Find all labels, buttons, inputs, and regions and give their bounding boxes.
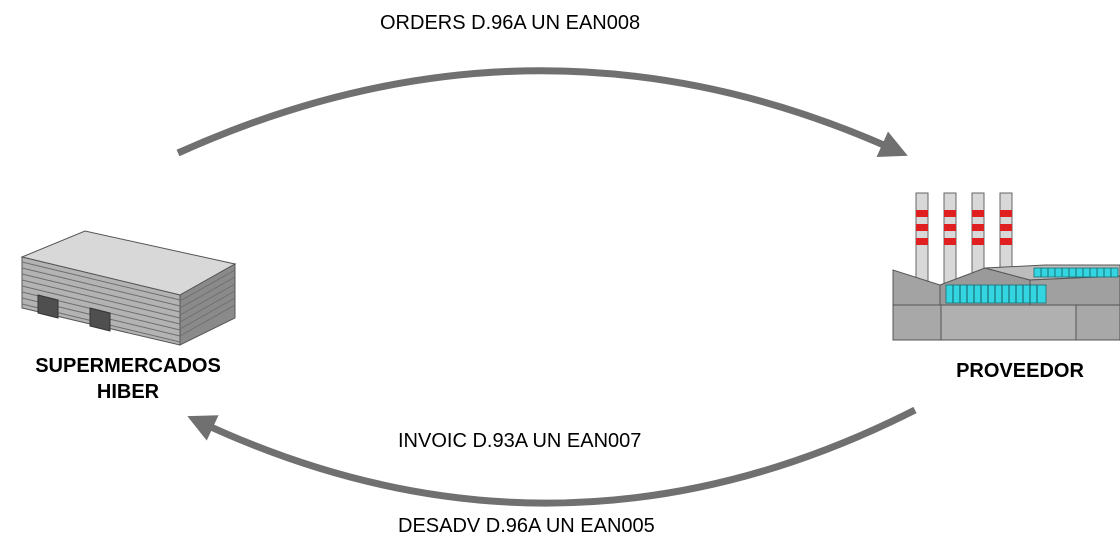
warehouse-icon [20,230,237,346]
arrow-return [187,406,917,507]
arrow-orders [176,67,908,158]
chimney [999,192,1013,284]
chimney [915,192,929,284]
factory-icon [892,192,1120,341]
node-label-line: SUPERMERCADOS [35,355,221,377]
chimney [971,192,985,284]
invoic-message-label: INVOIC D.93A UN EAN007 [398,430,642,452]
proveedor-node-label: PROVEEDOR [925,358,1115,384]
desadv-message-label: DESADV D.96A UN EAN005 [398,515,655,537]
node-label-line: HIBER [96,381,160,403]
chimney [943,192,957,284]
supermercados-node-label: SUPERMERCADOS HIBER [8,353,248,405]
node-label-line: PROVEEDOR [956,360,1084,382]
orders-message-label: ORDERS D.96A UN EAN008 [380,12,641,34]
